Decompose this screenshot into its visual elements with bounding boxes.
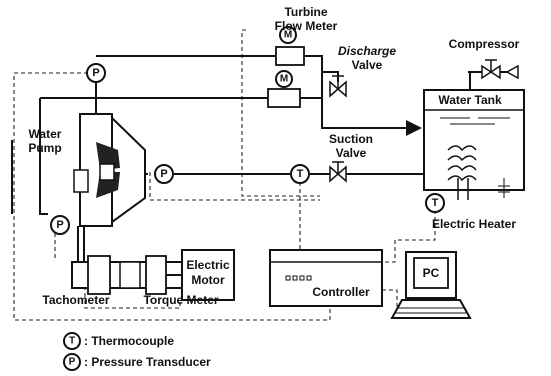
signal-lines: [13, 29, 436, 321]
legend-thermo-text: : Thermocouple: [84, 334, 174, 348]
pressure-symbol-loop: P: [56, 219, 63, 231]
turbine-label-line1: Turbine: [284, 5, 327, 19]
drive-train: [71, 249, 235, 301]
pc-computer: [390, 251, 472, 319]
compressor-label: Compressor: [449, 37, 520, 51]
labels: Turbine Flow Meter Discharge Valve Compr…: [28, 5, 519, 369]
tachometer-label: Tachometer: [42, 293, 109, 307]
pump-label-line1: Water: [29, 127, 62, 141]
meter-symbol-lower: M: [280, 74, 288, 85]
suction-label-line2: Valve: [336, 146, 367, 160]
discharge-valve: [329, 75, 347, 98]
water-tank-label: Water Tank: [438, 93, 502, 107]
motor-label-line1: Electric: [186, 258, 230, 272]
heater-label: Electric Heater: [432, 217, 516, 231]
legend-pressure-symbol: P: [69, 357, 76, 368]
turbine-label-line2: Flow Meter: [275, 19, 338, 33]
water-tank: [423, 89, 525, 200]
thermo-symbol-tank: T: [432, 197, 439, 209]
suction-label-line1: Suction: [329, 132, 373, 146]
torque-meter-label: Torque Meter: [143, 293, 218, 307]
controller-label: Controller: [312, 285, 370, 299]
pressure-symbol-suction: P: [160, 168, 167, 180]
legend-pressure-text: : Pressure Transducer: [84, 355, 211, 369]
suction-valve: [329, 161, 347, 183]
thermo-symbol-suction: T: [297, 168, 304, 180]
water-pump: [73, 113, 146, 270]
discharge-label-line2: Valve: [352, 58, 383, 72]
controller-box: [269, 249, 383, 307]
pump-label-line2: Pump: [28, 141, 61, 155]
flow-meter-bodies: [267, 46, 305, 108]
compressor-valve: [481, 59, 519, 80]
discharge-label-line1: Discharge: [338, 44, 396, 58]
meter-symbol-upper: M: [284, 30, 292, 41]
pc-label: PC: [423, 266, 440, 280]
sensor-symbols: P P P T T M M T P: [50, 26, 445, 371]
legend-thermo-symbol: T: [69, 336, 75, 347]
motor-label-line2: Motor: [191, 273, 225, 287]
pressure-symbol-pump-outlet: P: [92, 67, 99, 79]
